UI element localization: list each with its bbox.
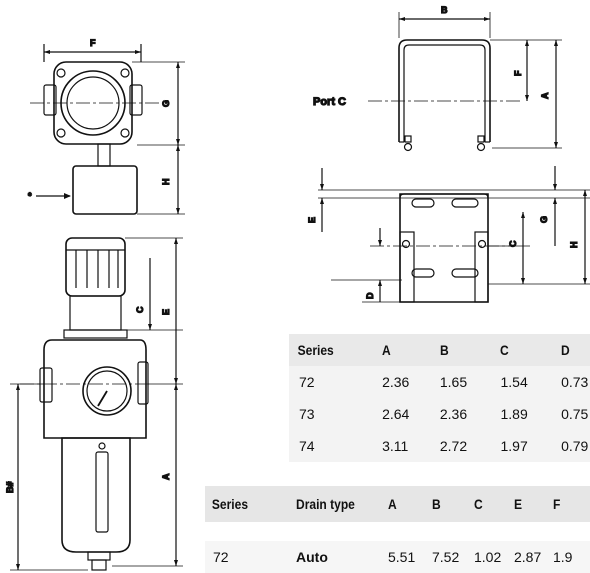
col-header: C (474, 496, 483, 512)
table-cell: 72 (299, 374, 315, 390)
table-row: 72 Auto 5.51 7.52 1.02 2.87 1.9 (205, 541, 590, 573)
col-header: A (388, 496, 397, 512)
table-cell: 2.36 (382, 374, 410, 390)
table-cell: 7.52 (432, 541, 474, 573)
bracket-front-view: B Port C F A (312, 4, 562, 152)
table-cell: 73 (299, 406, 315, 422)
col-header: Series (211, 496, 249, 512)
col-header: A (382, 342, 391, 358)
table-cell: 2.64 (382, 406, 410, 422)
table-cell: 0.73 (561, 374, 589, 390)
table-cell: Auto (296, 541, 388, 573)
table-row: 72 2.36 1.65 1.54 0.73 (289, 366, 590, 398)
dim-label-d-bracket: D (365, 292, 375, 299)
col-header: B (432, 496, 441, 512)
unit-dimensions-table: Series Drain type A B C E F 72 Auto 5.51… (205, 486, 590, 573)
table-row: 74 3.11 2.72 1.97 0.79 (289, 430, 590, 462)
dim-label-b-bracket: B (441, 5, 448, 15)
side-view: C E A B# (4, 237, 183, 571)
table-cell: 1.97 (500, 438, 528, 454)
table-cell: 1.02 (474, 541, 514, 573)
dim-label-h: H (161, 179, 171, 186)
table-cell: 2.36 (439, 406, 468, 422)
port-c-label: Port C (313, 96, 346, 108)
dim-label-e-side: E (161, 309, 171, 315)
table-cell: 1.54 (500, 374, 528, 390)
table-cell: 74 (299, 438, 315, 454)
dim-label-a-side: A (161, 473, 171, 480)
table-cell: 72 (205, 541, 296, 573)
col-header: Drain type (296, 496, 355, 512)
top-view: F * G H (27, 37, 185, 215)
table-header-row: Series A B C D (289, 334, 590, 366)
col-header: F (553, 496, 561, 512)
table-cell: 0.79 (561, 438, 589, 454)
col-header: C (500, 342, 510, 358)
dim-label-c-bracket: C (508, 240, 518, 247)
col-header: Series (297, 342, 334, 358)
star-marker: * (28, 191, 32, 201)
dim-label-g-bracket: G (539, 216, 549, 223)
col-header: E (514, 496, 523, 512)
dim-label-f-bracket: F (513, 70, 523, 76)
table-cell: 1.89 (500, 406, 528, 422)
dim-label-e-bracket: E (307, 217, 317, 223)
table-cell: 0.75 (561, 406, 589, 422)
table-cell: 1.9 (553, 541, 590, 573)
col-header: B (439, 342, 449, 358)
dim-label-a-bracket: A (540, 92, 550, 99)
table-cell: 5.51 (388, 541, 432, 573)
dim-label-h-bracket: H (569, 242, 579, 249)
dim-label-f: F (90, 38, 96, 48)
bracket-dimensions-table: Series A B C D 72 2.36 1.65 1.54 0.73 73… (289, 334, 590, 462)
table-header-row: Series Drain type A B C E F (205, 486, 590, 522)
dim-label-b-hash: B# (5, 481, 15, 493)
dim-label-c-side: C (135, 306, 145, 313)
table-cell: 3.11 (382, 438, 409, 454)
table-cell: 1.65 (439, 374, 468, 390)
col-header: D (561, 342, 570, 358)
table-spacer (205, 522, 590, 541)
table-row: 73 2.64 2.36 1.89 0.75 (289, 398, 590, 430)
table-cell: 2.72 (439, 438, 468, 454)
table-cell: 2.87 (514, 541, 553, 573)
dim-label-g: G (161, 100, 171, 107)
bracket-side-view: E D C G H (306, 166, 590, 303)
